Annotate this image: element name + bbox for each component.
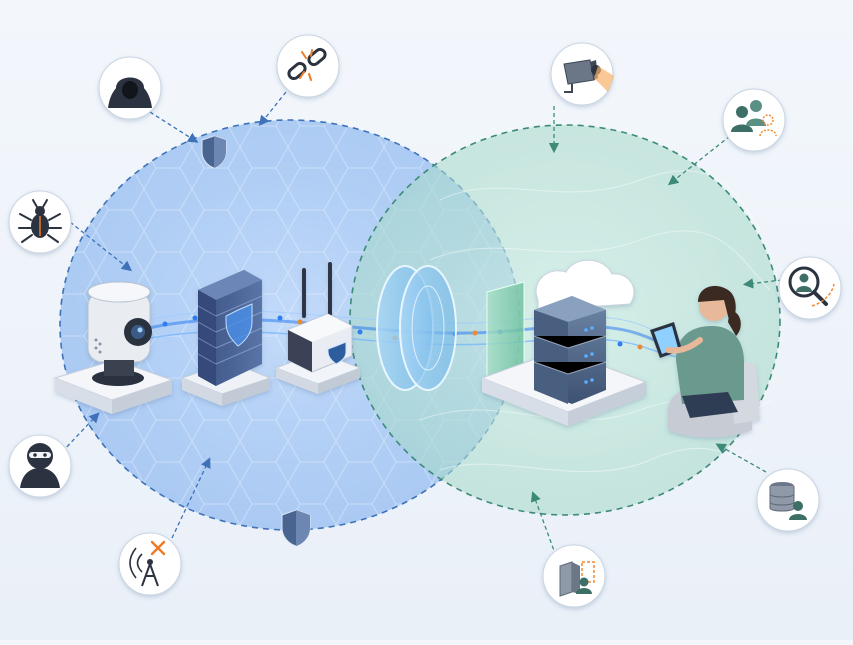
- user-with-tablet-icon: [650, 286, 760, 438]
- firewall-icon: [180, 270, 272, 406]
- threat-connectors: [61, 91, 287, 539]
- surveillance-camera-icon: [550, 42, 614, 106]
- magnifier-user-icon: [778, 256, 842, 320]
- encryption-lens-icon: [376, 265, 457, 391]
- hacker-icon: [98, 56, 162, 120]
- broken-link-icon: [276, 34, 340, 98]
- cloud-server-icon: [480, 259, 648, 426]
- data-access-icon: [542, 544, 606, 608]
- signal-jamming-icon: [118, 532, 182, 596]
- bug-icon: [8, 190, 72, 254]
- shield-badge-bottom-icon: [281, 509, 311, 547]
- shield-badge-top-icon: [201, 135, 227, 169]
- masked-intruder-icon: [8, 434, 72, 498]
- privacy-connectors: [530, 106, 783, 557]
- user-group-icon: [722, 88, 786, 152]
- user-database-icon: [756, 468, 820, 532]
- router-icon: [274, 262, 362, 394]
- smart-camera-icon: [53, 281, 174, 414]
